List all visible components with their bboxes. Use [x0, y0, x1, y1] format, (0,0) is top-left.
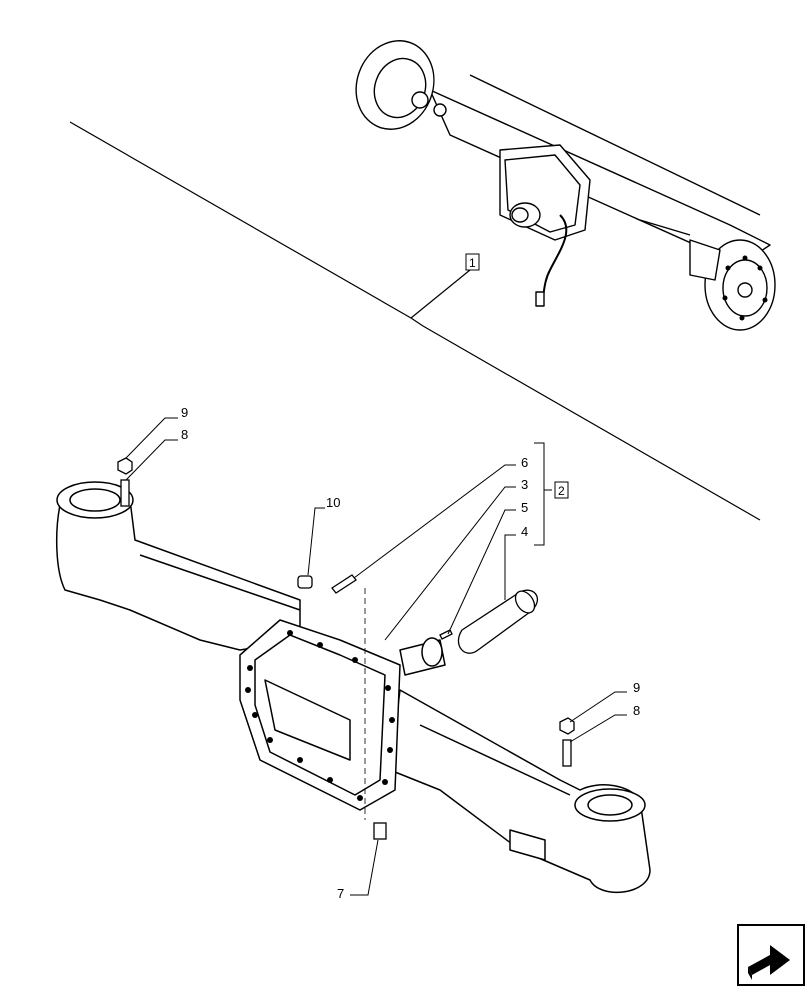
callout-10: 10 — [326, 495, 340, 510]
pin-5 — [439, 629, 453, 640]
callout-9-left: 9 — [181, 405, 188, 420]
callout-5: 5 — [521, 500, 528, 515]
stud-8-right — [562, 739, 572, 767]
leader-1 — [410, 269, 471, 319]
callout-9-right: 9 — [633, 680, 640, 695]
callout-4: 4 — [521, 524, 528, 539]
callout-8-left: 8 — [181, 427, 188, 442]
pin-6 — [331, 574, 357, 594]
leader-lines — [125, 417, 627, 896]
axle-housing — [55, 481, 651, 894]
assembled-axle-illustration — [355, 40, 776, 331]
callout-6: 6 — [521, 455, 528, 470]
stud-8-left — [120, 479, 130, 507]
plug-7 — [373, 822, 387, 840]
callout-2: 2 — [558, 484, 565, 498]
next-page-arrow-icon[interactable] — [737, 924, 805, 986]
callout-1-box — [465, 253, 480, 271]
bushing-10 — [297, 575, 313, 589]
separator-lines — [69, 121, 761, 521]
callout-2-box — [554, 481, 569, 499]
callout-1: 1 — [469, 256, 476, 270]
callout-3: 3 — [521, 477, 528, 492]
callout-8-right: 8 — [633, 703, 640, 718]
callout-7: 7 — [337, 886, 344, 901]
nut-9-left — [117, 457, 133, 475]
callout-labels: 9 8 10 6 3 5 4 2 9 8 7 1 — [181, 253, 640, 901]
